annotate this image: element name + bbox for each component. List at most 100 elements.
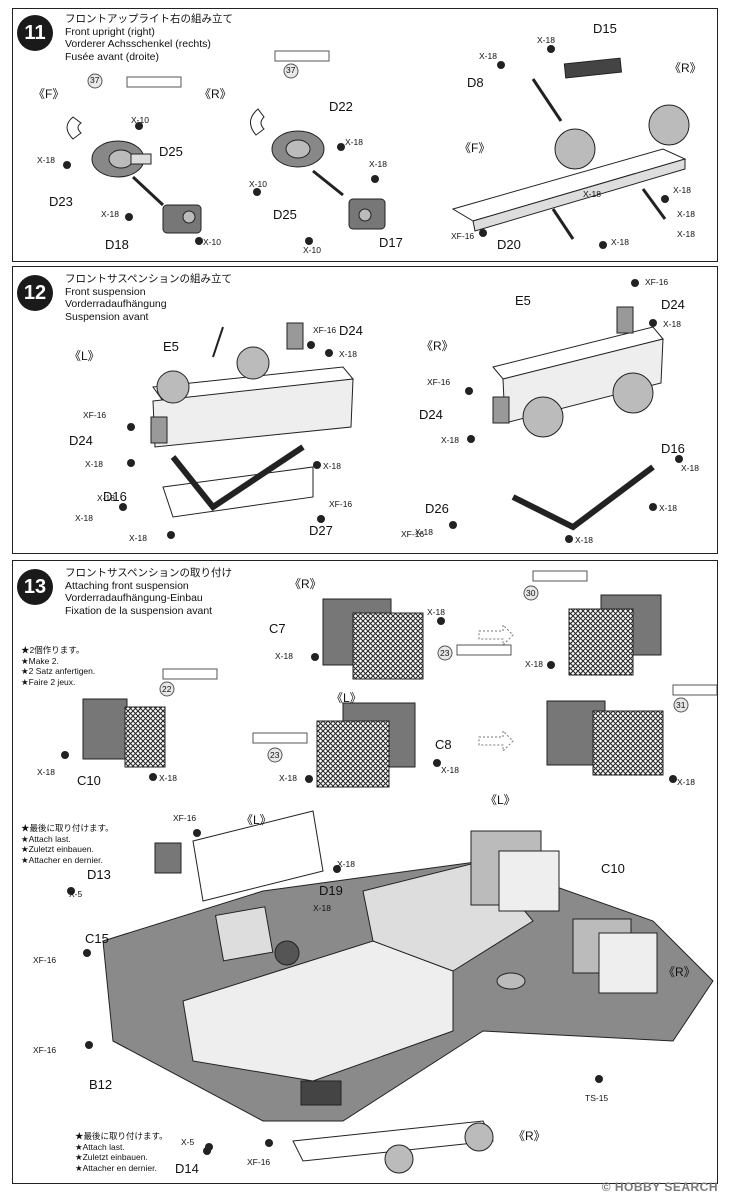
paint-code: XF-16 (451, 231, 475, 241)
paint-code: X-18 (479, 51, 497, 61)
step-13-illustration (61, 570, 717, 1174)
title-de: Vorderradaufhängung-Einbau (65, 592, 203, 604)
paint-mark: 31 (676, 700, 686, 710)
title-en: Front suspension (65, 285, 146, 298)
step-12-panel: 12 フロントサスペンションの組み立て Front suspension Vor… (12, 266, 718, 554)
paint-code: X-18 (101, 209, 119, 219)
view-label-l: 《L》 (241, 813, 272, 827)
paint-mark: 37 (286, 65, 296, 75)
title-en: Front upright (right) (65, 25, 155, 38)
paint-code: X-18 (575, 535, 593, 545)
paint-code: X-18 (129, 533, 147, 543)
paint-mark: 23 (440, 648, 450, 658)
paint-code: X-10 (303, 245, 321, 255)
step-13-panel: 13 フロントサスペンションの取り付け Attaching front susp… (12, 560, 718, 1184)
part-label: E5 (163, 339, 179, 354)
part-label: D24 (419, 407, 443, 422)
paint-code: X-18 (537, 35, 555, 45)
part-label: D14 (175, 1161, 199, 1176)
view-label-r: 《R》 (421, 339, 454, 353)
title-de: Vorderradaufhängung (65, 298, 167, 310)
paint-code: X-5 (181, 1137, 195, 1147)
attach-last-note: ★最後に取り付けます。 ★Attach last. ★Zuletzt einba… (21, 823, 114, 865)
title-fr: Fusée avant (droite) (65, 50, 159, 63)
paint-code: X-18 (427, 607, 445, 617)
paint-code: XF-16 (329, 499, 353, 509)
paint-code: XF-16 (33, 1045, 57, 1055)
step-12-illustration (119, 279, 683, 543)
part-label: C7 (269, 621, 286, 636)
paint-code: X-18 (275, 651, 293, 661)
title-fr: Fixation de la suspension avant (65, 604, 213, 617)
step-11-illustration (63, 45, 690, 249)
view-label-r: 《R》 (513, 1129, 546, 1143)
paint-code: X-18 (659, 503, 677, 513)
paint-code: X-18 (677, 777, 695, 787)
view-label-l: 《L》 (331, 691, 362, 705)
part-label: C10 (77, 773, 101, 788)
part-label: D20 (497, 237, 521, 252)
part-label: C8 (435, 737, 452, 752)
part-label: D25 (159, 144, 183, 159)
part-label: D25 (273, 207, 297, 222)
view-label-l: 《L》 (485, 793, 516, 807)
paint-code: X-18 (369, 159, 387, 169)
paint-mark: 22 (162, 684, 172, 694)
paint-code: X-10 (249, 179, 267, 189)
paint-code: X-18 (85, 459, 103, 469)
paint-code: XF-16 (173, 813, 197, 823)
paint-code: XF-16 (401, 529, 425, 539)
part-label: D24 (339, 323, 363, 338)
part-label: D27 (309, 523, 333, 538)
paint-code: X-18 (611, 237, 629, 247)
title-de: Vorderer Achsschenkel (rechts) (65, 38, 211, 50)
paint-code: XF-16 (247, 1157, 271, 1167)
part-label: D18 (105, 237, 129, 252)
step-13-titles: フロントサスペンションの取り付け Attaching front suspens… (65, 567, 232, 617)
paint-code: X-18 (345, 137, 363, 147)
title-ja: フロントサスペンションの組み立て (65, 273, 233, 285)
paint-code: XF-16 (313, 325, 337, 335)
paint-code: X-18 (525, 659, 543, 669)
view-label-r: 《R》 (663, 965, 696, 979)
paint-code: X-10 (131, 115, 149, 125)
paint-code: X-18 (279, 773, 297, 783)
paint-code: X-18 (37, 155, 55, 165)
step-12-titles: フロントサスペンションの組み立て Front suspension Vorder… (65, 273, 232, 323)
paint-code: XF-16 (83, 410, 107, 420)
hobby-search-watermark: © HOBBY SEARCH (601, 1180, 718, 1194)
attach-last-note-2: ★最後に取り付けます。 ★Attach last. ★Zuletzt einba… (75, 1131, 168, 1173)
paint-code: X-18 (673, 185, 691, 195)
paint-code: X-18 (681, 463, 699, 473)
part-label: E5 (515, 293, 531, 308)
paint-code: X-18 (663, 319, 681, 329)
paint-code: X-18 (441, 435, 459, 445)
part-label: D24 (69, 433, 93, 448)
paint-code: X-18 (583, 189, 601, 199)
paint-code: X-18 (159, 773, 177, 783)
paint-code: X-18 (677, 229, 695, 239)
view-label-r: 《R》 (289, 577, 322, 591)
paint-code: XF-16 (33, 955, 57, 965)
title-en: Attaching front suspension (65, 579, 189, 592)
part-label: D15 (593, 21, 617, 36)
title-ja: フロントサスペンションの取り付け (65, 567, 233, 579)
paint-code: TS-15 (585, 1093, 609, 1103)
paint-mark: 37 (90, 75, 100, 85)
part-label: D8 (467, 75, 484, 90)
step-number-11: 11 (17, 15, 53, 51)
step-number-12: 12 (17, 275, 53, 311)
part-label: D26 (425, 501, 449, 516)
view-label-f: 《F》 (459, 141, 491, 155)
paint-code: X-18 (339, 349, 357, 359)
title-fr: Suspension avant (65, 310, 149, 323)
part-label: D22 (329, 99, 353, 114)
part-label: C10 (601, 861, 625, 876)
make-two-note: ★2個作ります。 ★Make 2. ★2 Satz anfertigen. ★F… (21, 645, 96, 687)
part-label: D24 (661, 297, 685, 312)
part-label: D13 (87, 867, 111, 882)
paint-code: X-18 (441, 765, 459, 775)
paint-code: X-18 (677, 209, 695, 219)
view-label-l: 《L》 (69, 349, 100, 363)
part-label: D17 (379, 235, 403, 250)
